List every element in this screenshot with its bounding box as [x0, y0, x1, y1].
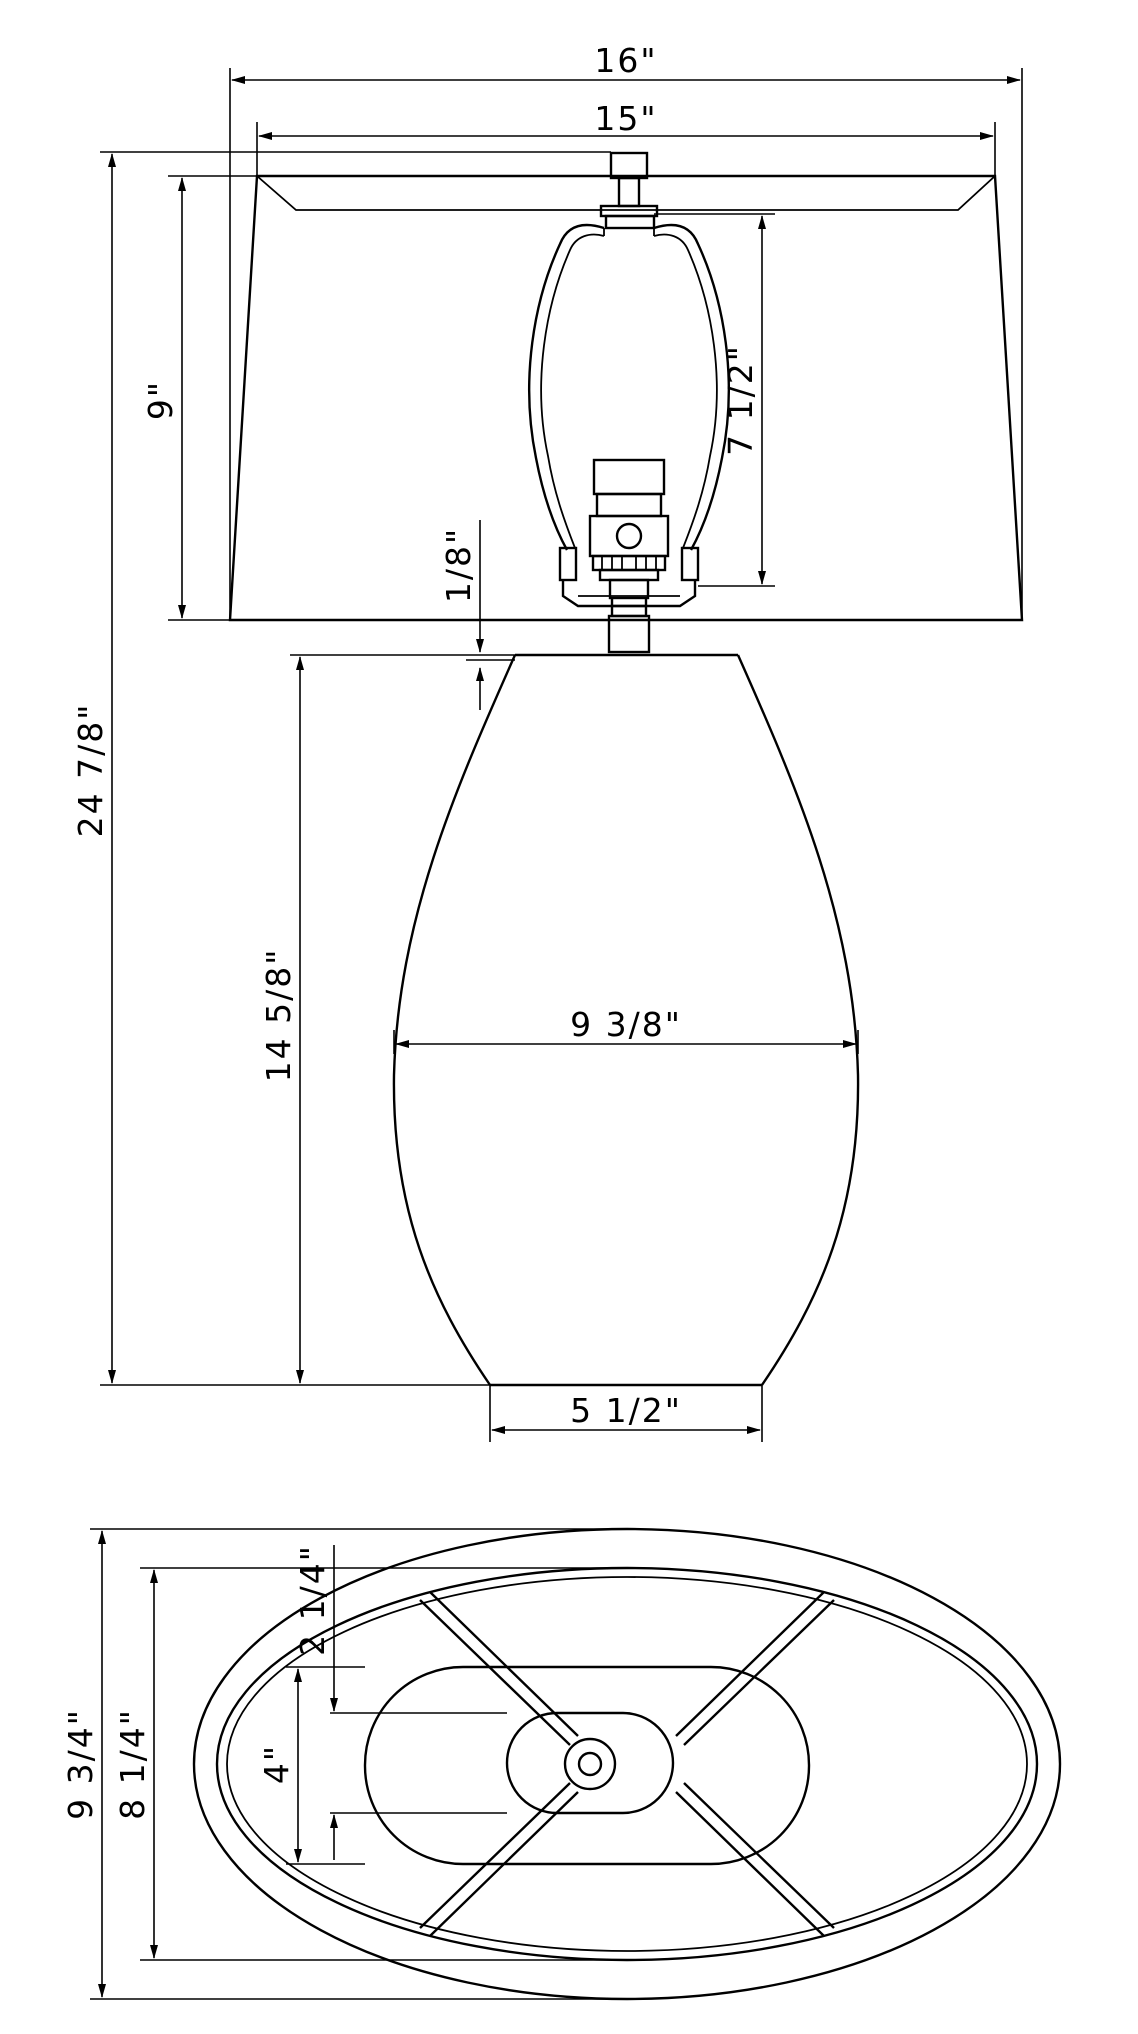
- finial: [599, 151, 659, 236]
- harp-height-label: 7 1/2": [721, 344, 760, 456]
- shade-top-width-label: 15": [594, 99, 657, 138]
- oval-outer-depth-label: 9 3/4": [61, 1708, 100, 1820]
- lamp-shade: [228, 174, 1024, 622]
- lamp-base: [392, 653, 860, 1387]
- body-width-label: 9 3/8": [570, 1005, 682, 1044]
- elevation-dimensions: 16" 15" 24 7/8" 9" 7 1/2" 1/8" 14 5/8": [71, 41, 1023, 1442]
- base-height-label: 14 5/8": [259, 948, 298, 1083]
- gap-label: 1/8": [439, 527, 478, 603]
- shade-bottom-width-label: 16": [594, 41, 657, 80]
- lamp-socket: [588, 458, 670, 654]
- foot-width-label: 5 1/2": [570, 1391, 682, 1430]
- plan-dimensions: 9 3/4" 8 1/4" 2 1/4" 4": [61, 1528, 627, 2000]
- oval-inner-depth-label: 8 1/4": [113, 1708, 152, 1820]
- offset-label: 2 1/4": [293, 1544, 332, 1656]
- shade-height-label: 9": [141, 380, 180, 420]
- lamp-elevation: [228, 151, 1024, 1387]
- inner-depth-label: 4": [257, 1744, 296, 1784]
- overall-height-label: 24 7/8": [71, 703, 110, 838]
